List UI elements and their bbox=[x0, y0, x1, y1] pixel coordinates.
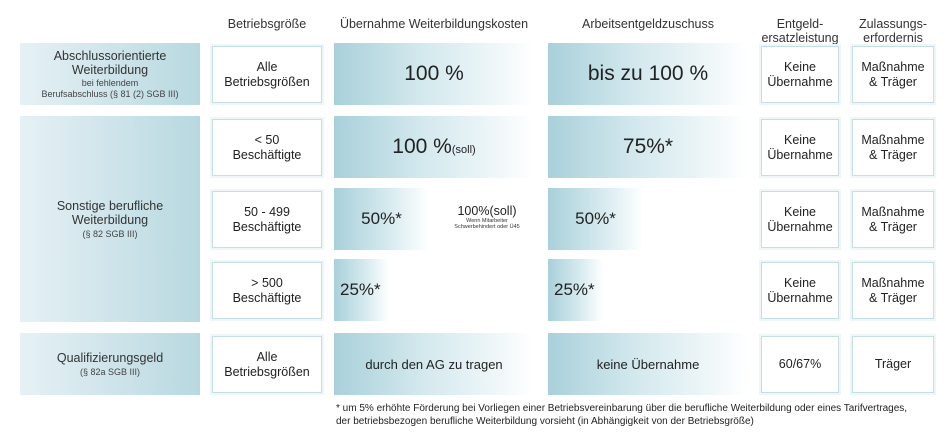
row2b-cost-alt-note1: Wenn Mitarbeiter bbox=[466, 218, 508, 224]
row3-label-sub: (§ 82a SGB III) bbox=[79, 366, 141, 377]
row3-wage-value: keine Übernahme bbox=[596, 356, 700, 372]
row3-compensation-value: 60/67% bbox=[778, 357, 822, 371]
row2c-requirement-line1: Maßnahme bbox=[861, 275, 925, 290]
row3-requirement: Träger bbox=[852, 336, 934, 393]
row2c-cost-value: 25%* bbox=[340, 280, 381, 299]
row1-requirement-line2: & Träger bbox=[869, 74, 917, 89]
header-cost: Übernahme Weiterbildungskosten bbox=[339, 17, 529, 31]
row2a-size: < 50 Beschäftigte bbox=[212, 119, 322, 176]
row2a-cost: 100 %(soll) bbox=[334, 116, 534, 178]
row1-size-line1: Alle bbox=[256, 59, 278, 74]
row2c-requirement-line2: & Träger bbox=[869, 290, 917, 305]
row3-label-main: Qualifizierungsgeld bbox=[56, 350, 164, 365]
row3-size: Alle Betriebsgrößen bbox=[212, 336, 322, 393]
row1-requirement: Maßnahme & Träger bbox=[852, 46, 934, 103]
footnote-line1: * um 5% erhöhte Förderung bei Vorliegen … bbox=[336, 403, 908, 414]
row2b-compensation: Keine Übernahme bbox=[761, 191, 839, 248]
row2c-wage-value: 25%* bbox=[554, 280, 595, 299]
footnote: * um 5% erhöhte Förderung bei Vorliegen … bbox=[336, 402, 948, 428]
header-requirement-line2: erfordernis bbox=[863, 31, 923, 45]
row2b-requirement-line1: Maßnahme bbox=[861, 204, 925, 219]
row1-cost: 100 % bbox=[334, 43, 534, 105]
row1-label-sub2: Berufsabschluss (§ 81 (2) SGB III) bbox=[41, 88, 179, 99]
header-wage: Arbeitsentgeldzuschuss bbox=[581, 17, 715, 31]
row2b-cost-alt-value: 100%(soll) bbox=[457, 204, 517, 218]
row2c-compensation: Keine Übernahme bbox=[761, 262, 839, 319]
row2b-size: 50 - 499 Beschäftigte bbox=[212, 191, 322, 248]
row2b-cost: 50%* bbox=[334, 188, 429, 250]
row2b-cost-value: 50%* bbox=[361, 209, 402, 228]
row1-compensation: Keine Übernahme bbox=[761, 46, 839, 103]
row3-size-line1: Alle bbox=[256, 349, 278, 364]
row2b-cost-alt: 100%(soll) Wenn Mitarbeiter Schwerbehind… bbox=[435, 204, 539, 238]
row2a-compensation: Keine Übernahme bbox=[761, 119, 839, 176]
row2b-size-line2: Beschäftigte bbox=[232, 219, 302, 234]
row2a-size-line2: Beschäftigte bbox=[232, 147, 302, 162]
row1-size: Alle Betriebsgrößen bbox=[212, 46, 322, 103]
row2a-compensation-line1: Keine bbox=[784, 132, 816, 147]
row2-label-main1: Sonstige berufliche bbox=[56, 198, 164, 213]
row2a-cost-value: 100 % bbox=[392, 135, 452, 158]
row2a-compensation-line2: Übernahme bbox=[767, 147, 833, 162]
row1-wage-value: bis zu 100 % bbox=[587, 62, 709, 85]
row2b-compensation-line1: Keine bbox=[784, 204, 816, 219]
row1-compensation-line1: Keine bbox=[784, 59, 816, 74]
row2c-size: > 500 Beschäftigte bbox=[212, 262, 322, 319]
row2a-requirement-line2: & Träger bbox=[869, 147, 917, 162]
row1-label: Abschlussorientierte Weiterbildung bei f… bbox=[20, 43, 200, 105]
row2b-size-line1: 50 - 499 bbox=[244, 204, 290, 219]
row3-requirement-value: Träger bbox=[874, 357, 912, 371]
row2b-wage: 50%* bbox=[548, 188, 643, 250]
header-compensation-line2: ersatzleistung bbox=[761, 31, 839, 45]
row2b-wage-value: 50%* bbox=[575, 209, 616, 228]
row3-cost: durch den AG zu tragen bbox=[334, 333, 534, 395]
row1-cost-value: 100 % bbox=[404, 62, 464, 85]
row3-label: Qualifizierungsgeld (§ 82a SGB III) bbox=[20, 333, 200, 395]
row1-label-sub1: bei fehlendem bbox=[81, 77, 139, 88]
header-compensation: Entgeld- ersatzleistung bbox=[760, 17, 840, 45]
row2b-requirement: Maßnahme & Träger bbox=[852, 191, 934, 248]
row2a-requirement-line1: Maßnahme bbox=[861, 132, 925, 147]
row2b-requirement-line2: & Träger bbox=[869, 219, 917, 234]
row3-cost-value: durch den AG zu tragen bbox=[365, 356, 503, 372]
row3-compensation: 60/67% bbox=[761, 336, 839, 393]
header-compensation-line1: Entgeld- bbox=[776, 17, 824, 31]
header-size: Betriebsgröße bbox=[227, 17, 307, 31]
row1-compensation-line2: Übernahme bbox=[767, 74, 833, 89]
row2-label: Sonstige berufliche Weiterbildung (§ 82 … bbox=[20, 116, 200, 322]
row2c-wage: 25%* bbox=[548, 259, 603, 321]
row2c-size-line1: > 500 bbox=[251, 275, 283, 290]
row2a-size-line1: < 50 bbox=[254, 132, 280, 147]
row1-size-line2: Betriebsgrößen bbox=[224, 74, 310, 89]
row2b-cost-alt-note2: Schwerbehindert oder Ü45 bbox=[454, 224, 520, 230]
row1-label-main: Abschlussorientierte Weiterbildung bbox=[53, 48, 167, 77]
row2b-compensation-line2: Übernahme bbox=[767, 219, 833, 234]
footnote-line2: der betriebsbezogen berufliche Weiterbil… bbox=[336, 416, 754, 427]
row2c-size-line2: Beschäftigte bbox=[232, 290, 302, 305]
row2c-compensation-line1: Keine bbox=[784, 275, 816, 290]
row2a-wage-value: 75%* bbox=[622, 135, 674, 158]
header-requirement-line1: Zulassungs- bbox=[858, 17, 928, 31]
row2-label-main2: Weiterbildung bbox=[71, 212, 149, 227]
row2-label-sub: (§ 82 SGB III) bbox=[82, 228, 138, 239]
row2c-requirement: Maßnahme & Träger bbox=[852, 262, 934, 319]
row1-wage: bis zu 100 % bbox=[548, 43, 748, 105]
row2a-requirement: Maßnahme & Träger bbox=[852, 119, 934, 176]
header-requirement: Zulassungs- erfordernis bbox=[850, 17, 936, 45]
row2a-wage: 75%* bbox=[548, 116, 748, 178]
row2c-cost: 25%* bbox=[334, 259, 389, 321]
row2c-compensation-line2: Übernahme bbox=[767, 290, 833, 305]
row3-wage: keine Übernahme bbox=[548, 333, 748, 395]
row1-requirement-line1: Maßnahme bbox=[861, 59, 925, 74]
row3-size-line2: Betriebsgrößen bbox=[224, 364, 310, 379]
row2a-cost-note: (soll) bbox=[451, 144, 476, 156]
